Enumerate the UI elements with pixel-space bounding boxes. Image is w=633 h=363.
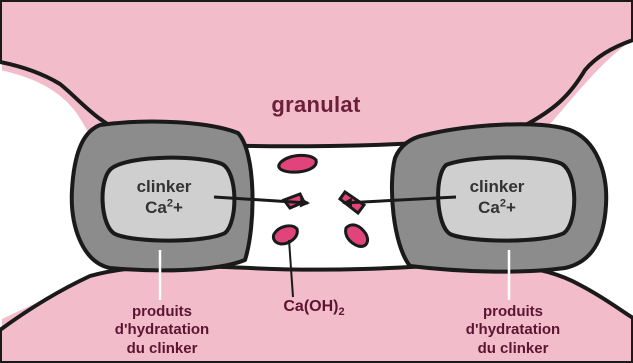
ion-sign: +: [173, 198, 183, 217]
calcium-ion-label-left: Ca2+: [119, 199, 209, 216]
label-line: produits: [438, 303, 588, 321]
calcium-ion-label-right: Ca2+: [452, 199, 542, 216]
label-line: d'hydratation: [87, 321, 237, 339]
portlandite-label: Ca(OH)2: [259, 299, 369, 315]
ion-base: Ca: [478, 198, 500, 217]
label-line: d'hydratation: [438, 321, 588, 339]
clinker-label-left: clinker: [119, 178, 209, 195]
clinker-label-right: clinker: [452, 178, 542, 195]
ion-base: Ca: [145, 198, 167, 217]
hydration-products-label-right: produits d'hydratation du clinker: [438, 303, 588, 358]
ion-sign: +: [506, 198, 516, 217]
label-line: du clinker: [87, 340, 237, 358]
granulat-label: granulat: [246, 94, 386, 116]
hydration-products-label-left: produits d'hydratation du clinker: [87, 303, 237, 358]
label-line: produits: [87, 303, 237, 321]
formula-subscript: 2: [338, 306, 344, 318]
portlandite-crystal: [279, 155, 316, 172]
formula-base: Ca(OH): [283, 298, 338, 315]
label-line: du clinker: [438, 340, 588, 358]
